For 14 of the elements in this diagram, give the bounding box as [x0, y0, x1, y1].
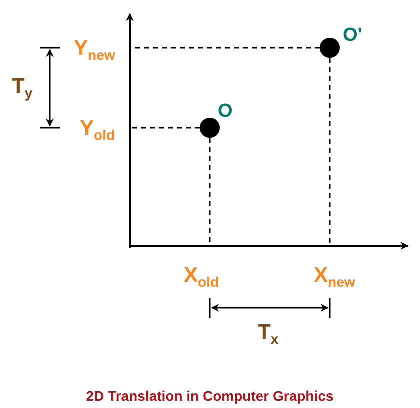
dashed-projection-line: [329, 58, 331, 245]
axis-value-label: Y$_{new}$: [74, 38, 116, 62]
axis-value-label: X$_{new}$: [314, 265, 356, 289]
dimension-label: T$_{y}$: [12, 76, 33, 100]
point-dot: [200, 118, 220, 138]
axis-value-label: Y$_{old}$: [80, 118, 116, 142]
point-label: O': [343, 26, 362, 45]
axis-value-label: X$_{old}$: [184, 265, 220, 289]
point-dot: [320, 38, 340, 58]
dimension-label: T$_{x}$: [258, 322, 279, 346]
dashed-projection-line: [131, 127, 200, 129]
caption: 2D Translation in Computer Graphics: [85, 388, 335, 404]
point-label: O: [218, 102, 233, 121]
dashed-projection-line: [209, 138, 211, 245]
